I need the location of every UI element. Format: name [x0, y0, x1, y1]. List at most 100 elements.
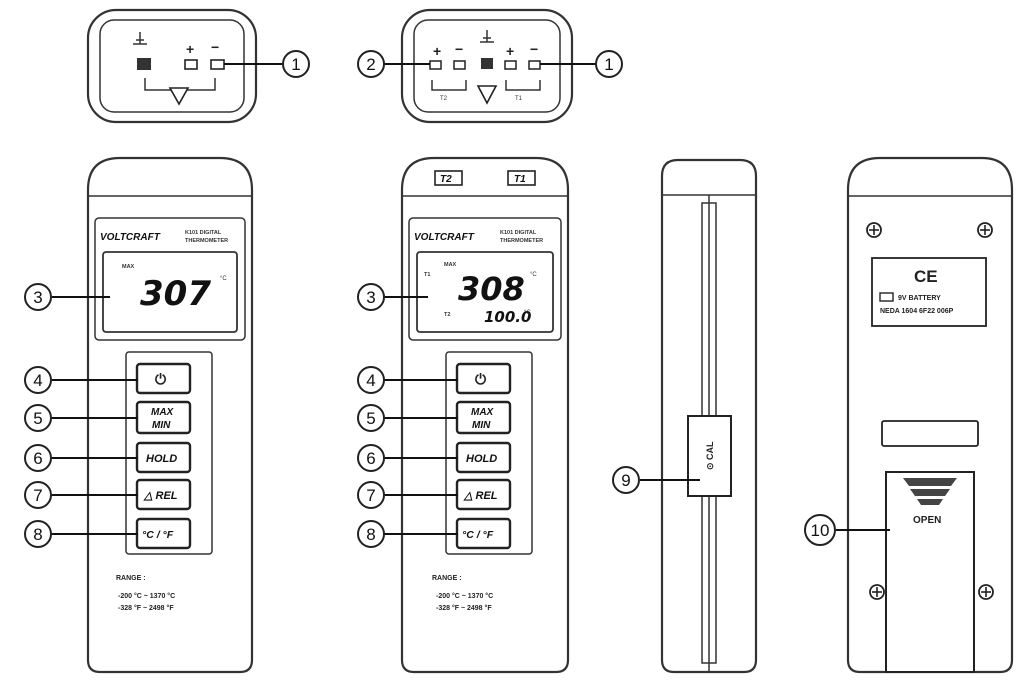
callout: 6	[24, 444, 52, 472]
callout: 6	[357, 444, 385, 472]
power-button[interactable]	[455, 362, 512, 395]
brand-logo: VOLTCRAFT	[414, 232, 475, 243]
max-label: MAX	[151, 407, 175, 418]
svg-text:7: 7	[33, 486, 42, 505]
callout: 8	[357, 520, 385, 548]
rating-label	[871, 257, 987, 327]
battery-line-2: NEDA 1604 6F22 006P	[880, 308, 954, 315]
power-button[interactable]	[135, 362, 192, 395]
polarity-minus-t2: −	[455, 41, 463, 57]
callout: 8	[24, 520, 52, 548]
hold-label: HOLD	[146, 453, 177, 465]
polarity-plus-t1: +	[506, 43, 514, 59]
svg-text:10: 10	[811, 521, 830, 540]
lcd-t1-indicator: T1	[424, 272, 430, 278]
socket-t1-minus	[528, 60, 541, 70]
rel-label: △ REL	[463, 490, 498, 502]
svg-text:6: 6	[33, 449, 42, 468]
range-fahrenheit: -328 °F ~ 2498 °F	[118, 604, 174, 612]
open-label: OPEN	[913, 515, 941, 526]
range-celsius: -200 °C ~ 1370 °C	[436, 592, 493, 600]
label-slot	[881, 420, 979, 447]
range-title: RANGE :	[116, 575, 146, 582]
t2-jack-text: T2	[440, 174, 452, 185]
svg-text:6: 6	[366, 449, 375, 468]
top-view-dual: + − + − T2 T1	[384, 8, 596, 124]
cal-port[interactable]	[687, 415, 732, 497]
callout: 1	[595, 50, 623, 78]
pin-t1-label: T1	[515, 96, 523, 102]
socket-block	[137, 58, 151, 70]
polarity-plus-t2: +	[433, 43, 441, 59]
callout: 4	[357, 366, 385, 394]
battery-line-1: 9V BATTERY	[898, 295, 941, 302]
callout: 1	[282, 50, 310, 78]
svg-text:8: 8	[33, 525, 42, 544]
svg-text:9: 9	[621, 471, 630, 490]
t1-jack-text: T1	[514, 174, 526, 185]
probe-arrow-icon	[168, 87, 190, 106]
min-label: MIN	[472, 420, 491, 431]
battery-icon	[879, 292, 894, 302]
range-celsius: -200 °C ~ 1370 °C	[118, 592, 175, 600]
ce-mark: CE	[914, 267, 938, 286]
svg-text:7: 7	[366, 486, 375, 505]
svg-text:3: 3	[366, 288, 375, 307]
lcd-sub-reading: 100.0	[484, 308, 531, 326]
svg-text:3: 3	[33, 288, 42, 307]
callout: 9	[612, 466, 640, 494]
screw-icon	[977, 222, 993, 238]
unit-label: °C / °F	[462, 529, 494, 541]
battery-cover[interactable]	[885, 471, 975, 673]
lcd-flag: MAX	[444, 262, 457, 268]
lcd-main-reading: 308	[458, 270, 525, 308]
lcd-sub-unit: °C	[524, 310, 531, 316]
top-view-single: + −	[86, 8, 284, 124]
callout: 2	[357, 50, 385, 78]
brand-logo: VOLTCRAFT	[100, 232, 161, 243]
lcd-main-unit: °C	[530, 272, 537, 278]
socket-t2-plus	[429, 60, 442, 70]
power-icon: ⏻	[475, 371, 486, 387]
model-line-1: K101 DIGITAL	[185, 230, 222, 236]
back-view: CE 9V BATTERY NEDA 1604 6F22 006P OPEN	[836, 156, 1014, 674]
lcd-display	[416, 251, 554, 333]
screw-icon	[866, 222, 882, 238]
rel-label: △ REL	[143, 490, 178, 502]
socket-block	[481, 58, 493, 69]
lcd-reading: 307	[140, 274, 211, 314]
screw-icon	[978, 584, 994, 600]
callout: 7	[24, 481, 52, 509]
ground-icon	[133, 32, 147, 45]
svg-text:8: 8	[366, 525, 375, 544]
min-label: MIN	[152, 420, 171, 431]
lcd-flag: MAX	[122, 264, 135, 270]
svg-text:4: 4	[366, 371, 375, 390]
t1-jack-label	[507, 170, 536, 186]
model-line-2: THERMOMETER	[500, 238, 543, 244]
range-title: RANGE :	[432, 575, 462, 582]
polarity-minus: −	[211, 39, 219, 55]
callout: 3	[24, 283, 52, 311]
svg-text:4: 4	[33, 371, 42, 390]
callout: 5	[24, 404, 52, 432]
callout: 4	[24, 366, 52, 394]
callout: 5	[357, 404, 385, 432]
lcd-t2-indicator: T2	[444, 312, 450, 318]
lcd-unit: °C	[220, 276, 227, 282]
svg-text:5: 5	[366, 409, 375, 428]
svg-text:5: 5	[33, 409, 42, 428]
svg-text:1: 1	[291, 55, 300, 74]
ground-icon	[480, 30, 494, 43]
model-line-1: K101 DIGITAL	[500, 230, 537, 236]
cover-grip-icon	[903, 478, 957, 505]
svg-text:2: 2	[366, 55, 375, 74]
socket-minus	[210, 59, 225, 70]
callout: 10	[804, 514, 836, 546]
t2-jack-label	[434, 170, 463, 186]
range-fahrenheit: -328 °F ~ 2498 °F	[436, 604, 492, 612]
socket-plus	[184, 59, 198, 70]
probe-arrow-icon	[476, 85, 498, 105]
cal-label: ⊙ CAL	[705, 441, 715, 470]
